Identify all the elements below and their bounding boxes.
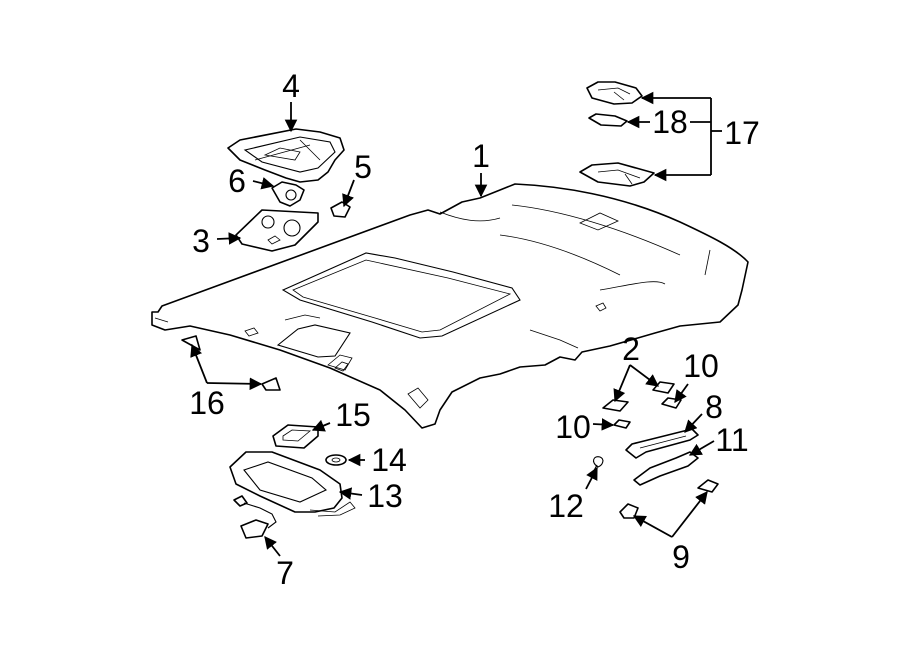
end-cap-part [619, 479, 719, 519]
lens-plate-part [235, 209, 319, 252]
clip-part [330, 201, 351, 218]
callout-3: 3 [192, 223, 210, 259]
callout-9: 9 [672, 539, 690, 575]
callout-15: 15 [335, 397, 371, 433]
callout-8: 8 [705, 389, 723, 425]
sun-visor-part [229, 451, 356, 517]
callout-2: 2 [622, 331, 640, 367]
callout-7: 7 [276, 555, 294, 591]
leader-lines [190, 91, 722, 557]
trim-strip-part [633, 451, 699, 486]
overhead-console-part [227, 128, 345, 183]
callout-4: 4 [282, 68, 300, 104]
callout-18: 18 [652, 104, 688, 140]
right-small-clips-part [602, 381, 682, 429]
hook-part [591, 456, 604, 475]
callout-14: 14 [371, 442, 407, 478]
callout-6: 6 [228, 163, 246, 199]
spacer-part [325, 454, 347, 466]
headliner-part [151, 183, 749, 429]
callout-11: 11 [715, 422, 748, 458]
callout-1: 1 [472, 138, 490, 174]
lamp-socket-part [271, 181, 305, 207]
callout-13: 13 [367, 478, 403, 514]
callout-5: 5 [354, 149, 372, 185]
assist-handle-mount-part [586, 81, 643, 105]
callout-10-upper: 10 [683, 348, 719, 384]
wire-harness-part [233, 495, 277, 539]
callout-17: 17 [724, 115, 760, 151]
callout-10-lower: 10 [555, 409, 591, 445]
reinforcement-part [579, 162, 655, 187]
callout-labels: 1 2 3 4 5 6 7 8 9 10 10 11 12 13 14 15 1… [189, 68, 760, 591]
callout-12: 12 [548, 488, 584, 524]
callout-16: 16 [189, 385, 225, 421]
vanity-lamp-part [272, 424, 319, 449]
seal-part [588, 113, 628, 127]
